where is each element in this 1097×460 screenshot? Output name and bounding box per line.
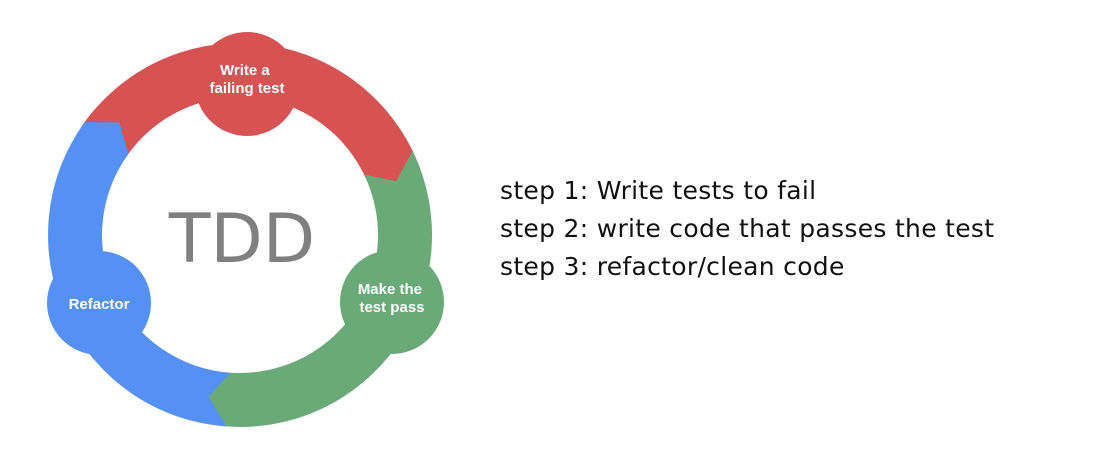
step-2: step 2: write code that passes the test: [500, 214, 995, 243]
blue-node-label-line1: Refactor: [69, 296, 130, 313]
center-label: TDD: [168, 200, 315, 279]
red-node-label-line2: failing test: [209, 80, 284, 97]
red-node-label-line1: Write a: [220, 62, 270, 79]
green-arc: [202, 150, 433, 427]
blue-node-circle: [47, 251, 151, 355]
green-node-circle: [340, 250, 444, 354]
steps-list: step 1: Write tests to fail step 2: writ…: [500, 172, 1090, 286]
tdd-cycle-diagram: TDD Write a failing test Make the test p…: [47, 32, 444, 427]
red-node-label: Write a failing test: [209, 62, 284, 97]
blue-node-label: Refactor: [69, 296, 130, 313]
cycle-node-circles: [47, 32, 444, 355]
green-node-label: Make the test pass: [358, 281, 426, 316]
green-node-label-line1: Make the: [358, 281, 422, 298]
step-3: step 3: refactor/clean code: [500, 252, 845, 281]
red-arc: [80, 42, 416, 187]
red-node-circle: [195, 32, 299, 136]
green-node-label-line2: test pass: [359, 299, 424, 316]
step-1: step 1: Write tests to fail: [500, 176, 817, 205]
